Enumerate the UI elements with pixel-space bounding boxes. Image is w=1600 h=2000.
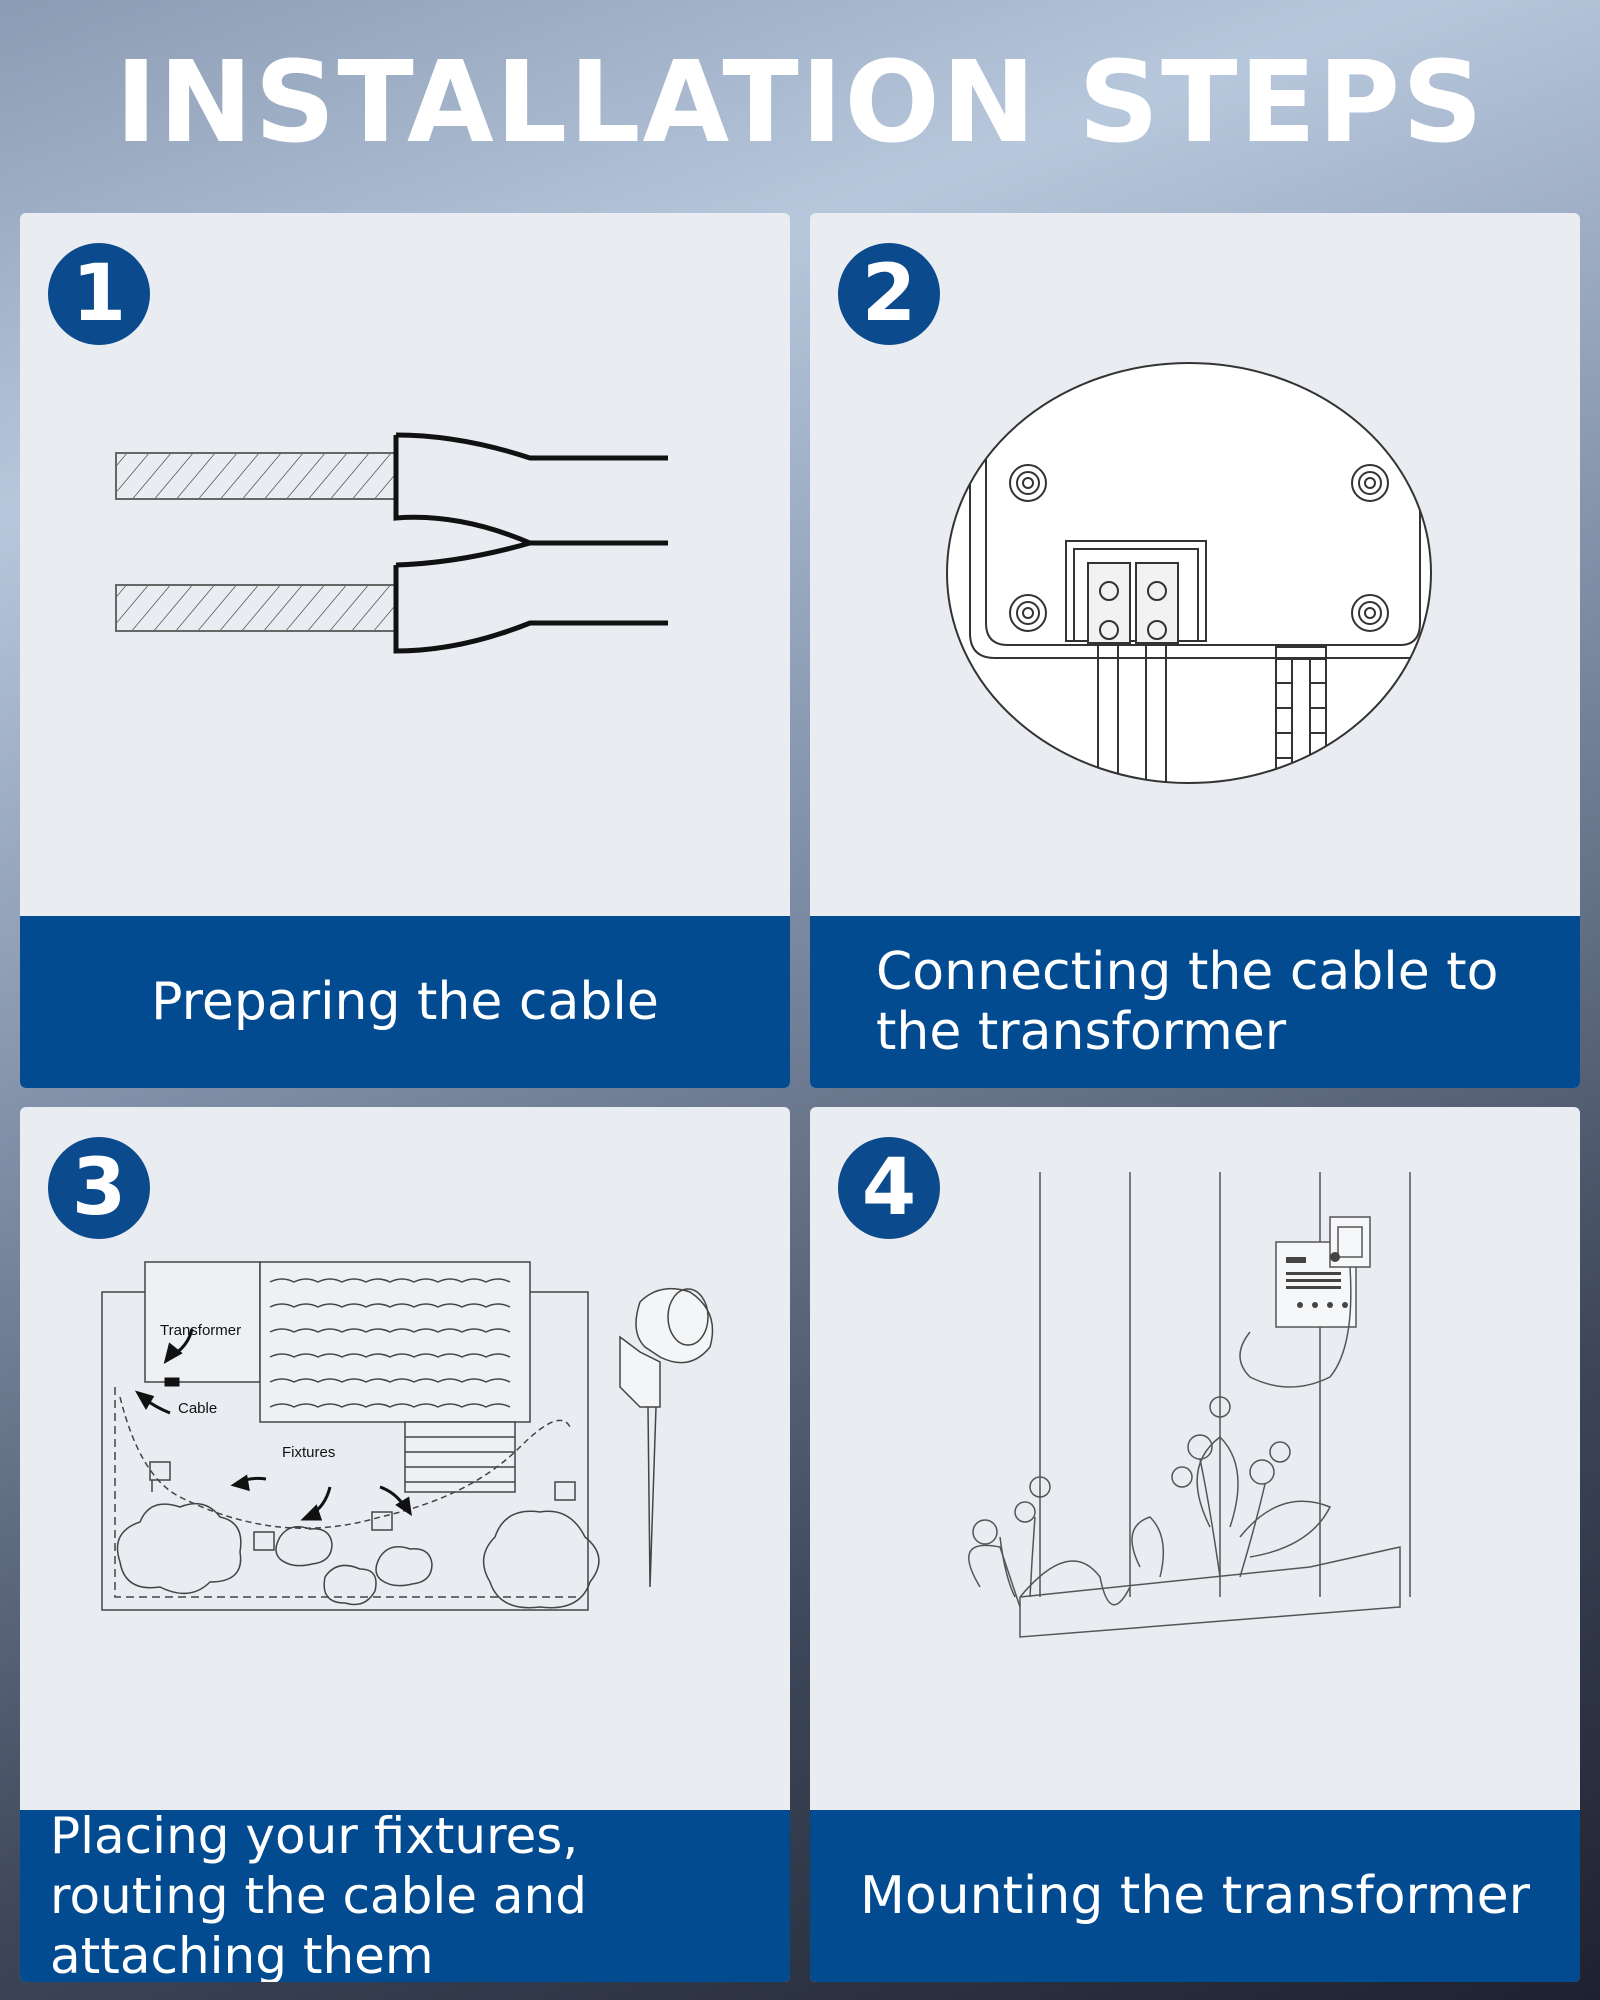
step-caption-text: Connecting the cable to the transformer <box>876 942 1499 1062</box>
step-caption-text: Placing your fixtures, routing the cable… <box>50 1807 587 1982</box>
step-caption: Mounting the transformer <box>810 1810 1580 1982</box>
step-caption: Connecting the cable to the transformer <box>810 916 1580 1088</box>
step-caption: Placing your fixtures, routing the cable… <box>20 1807 790 1982</box>
label-cable: Cable <box>178 1400 217 1417</box>
step-number-badge: 2 <box>838 243 940 345</box>
page-title: INSTALLATION STEPS <box>115 38 1485 168</box>
step-caption-text: Preparing the cable <box>151 972 659 1032</box>
step-card-3: 3 <box>20 1107 790 1982</box>
cable-prep-illustration <box>115 432 668 654</box>
wall-mount-illustration <box>968 1172 1411 1638</box>
step-card-1: 1 Preparing the cable <box>20 213 790 1088</box>
step-card-2: 2 <box>810 213 1580 1088</box>
step-card-4: 4 <box>810 1107 1580 1982</box>
step-caption: Preparing the cable <box>20 916 790 1088</box>
step-number-badge: 3 <box>48 1137 150 1239</box>
step-number-badge: 1 <box>48 243 150 345</box>
label-fixtures: Fixtures <box>282 1444 335 1461</box>
yard-layout-illustration: Transformer Cable Fixtures <box>101 1261 714 1611</box>
step-number-badge: 4 <box>838 1137 940 1239</box>
transformer-terminal-illustration <box>946 362 1432 784</box>
label-transformer: Transformer <box>160 1322 241 1339</box>
step-caption-text: Mounting the transformer <box>859 1866 1531 1926</box>
